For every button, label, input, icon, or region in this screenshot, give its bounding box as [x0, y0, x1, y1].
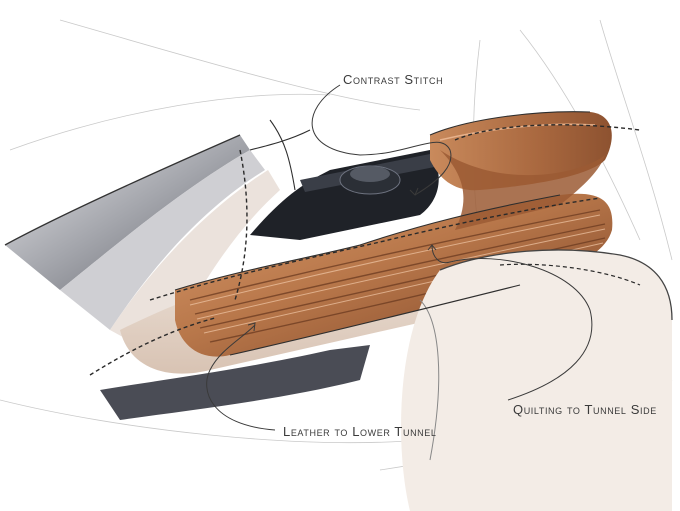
- label-quilting-tunnel-side: Quilting to Tunnel Side: [513, 402, 657, 417]
- arrow-leather: [247, 322, 256, 332]
- leader-leather: [206, 324, 276, 431]
- arrow-quilting: [427, 244, 437, 251]
- leather-tunnel: [89, 111, 641, 376]
- leader-quilting: [431, 244, 593, 401]
- sketch-outlines: [174, 111, 591, 356]
- leader-contrast-stitch: [311, 84, 452, 196]
- label-leather-lower-tunnel: Leather to Lower Tunnel: [283, 424, 437, 439]
- label-contrast-stitch: Contrast Stitch: [343, 72, 444, 87]
- console-center: [250, 150, 445, 240]
- seat-right: [401, 249, 673, 511]
- door-panel: [4, 134, 280, 360]
- arrow-contrast-stitch: [409, 187, 419, 196]
- annotation-leaders: [206, 84, 593, 431]
